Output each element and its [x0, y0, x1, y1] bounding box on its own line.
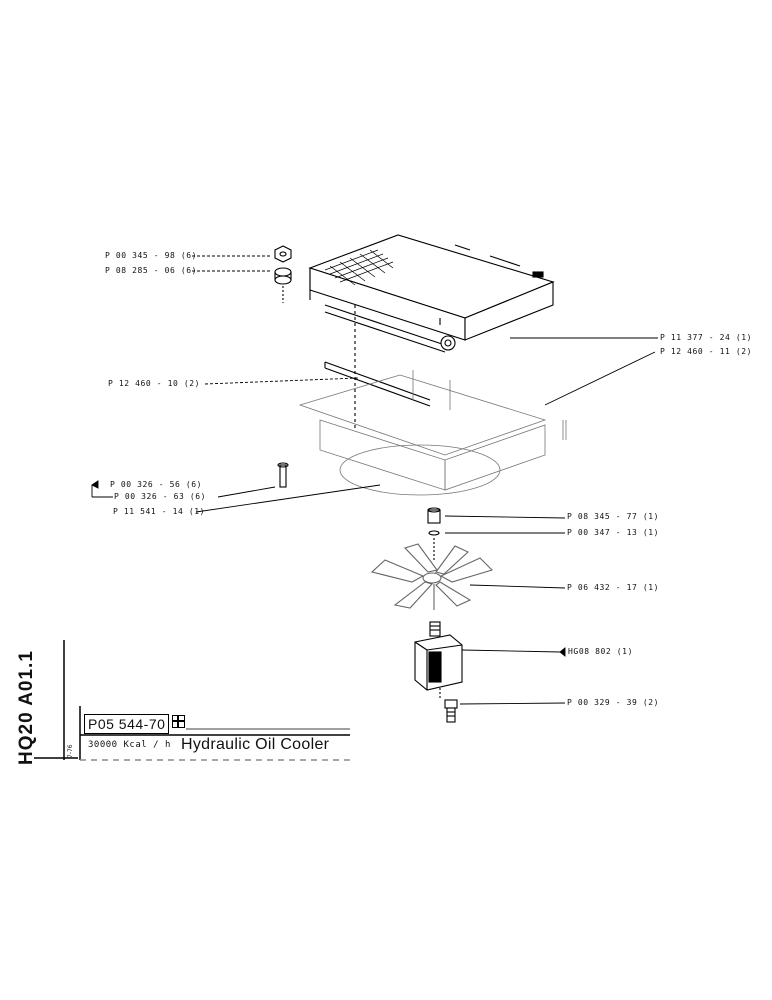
callout-label: P 12 460 - 10 (2): [108, 379, 201, 388]
motor-screw: [444, 699, 458, 723]
callout-label: P 08 285 - 06 (6): [105, 266, 198, 275]
hydraulic-motor: [414, 621, 463, 700]
mounting-bolt: [277, 462, 289, 488]
callout-label: P 00 329 - 39 (2): [567, 698, 660, 707]
capacity-label: 30000 Kcal / h: [88, 740, 171, 750]
fan-impeller: [370, 543, 494, 610]
drawing-title: Hydraulic Oil Cooler: [181, 736, 330, 753]
callout-label: P 00 326 - 63 (6): [114, 492, 207, 501]
leader-lines: [91, 255, 658, 705]
hex-nut: [274, 245, 292, 263]
part-number-box: P05 544-70: [84, 714, 170, 734]
drawing-code: HQ20 A01.1: [12, 640, 52, 765]
callout-label: P 00 326 - 56 (6): [110, 480, 203, 489]
drawing-date-text: 7-76: [67, 744, 74, 758]
cooler-core: [308, 234, 555, 353]
callout-label: P 11 377 - 24 (1): [660, 333, 753, 342]
drawing-date: 7-76: [66, 726, 78, 766]
callout-label: P 11 541 - 14 (1): [113, 507, 206, 516]
callout-label: P 06 432 - 17 (1): [567, 583, 660, 592]
callout-label: P 08 345 - 77 (1): [567, 512, 660, 521]
coupling-nut: [427, 507, 441, 560]
callout-label: HG08 802 (1): [568, 647, 633, 656]
mounting-straps: [324, 305, 431, 430]
washer: [274, 267, 292, 303]
title-block-lines: [34, 640, 350, 761]
callout-label: P 12 460 - 11 (2): [660, 347, 753, 356]
callout-label: P 00 347 - 13 (1): [567, 528, 660, 537]
parts-list-icon: [172, 715, 185, 728]
drawing-code-text: HQ20 A01.1: [16, 650, 37, 765]
callout-label: P 00 345 - 98 (6): [105, 251, 198, 260]
fan-shroud: [298, 370, 567, 496]
